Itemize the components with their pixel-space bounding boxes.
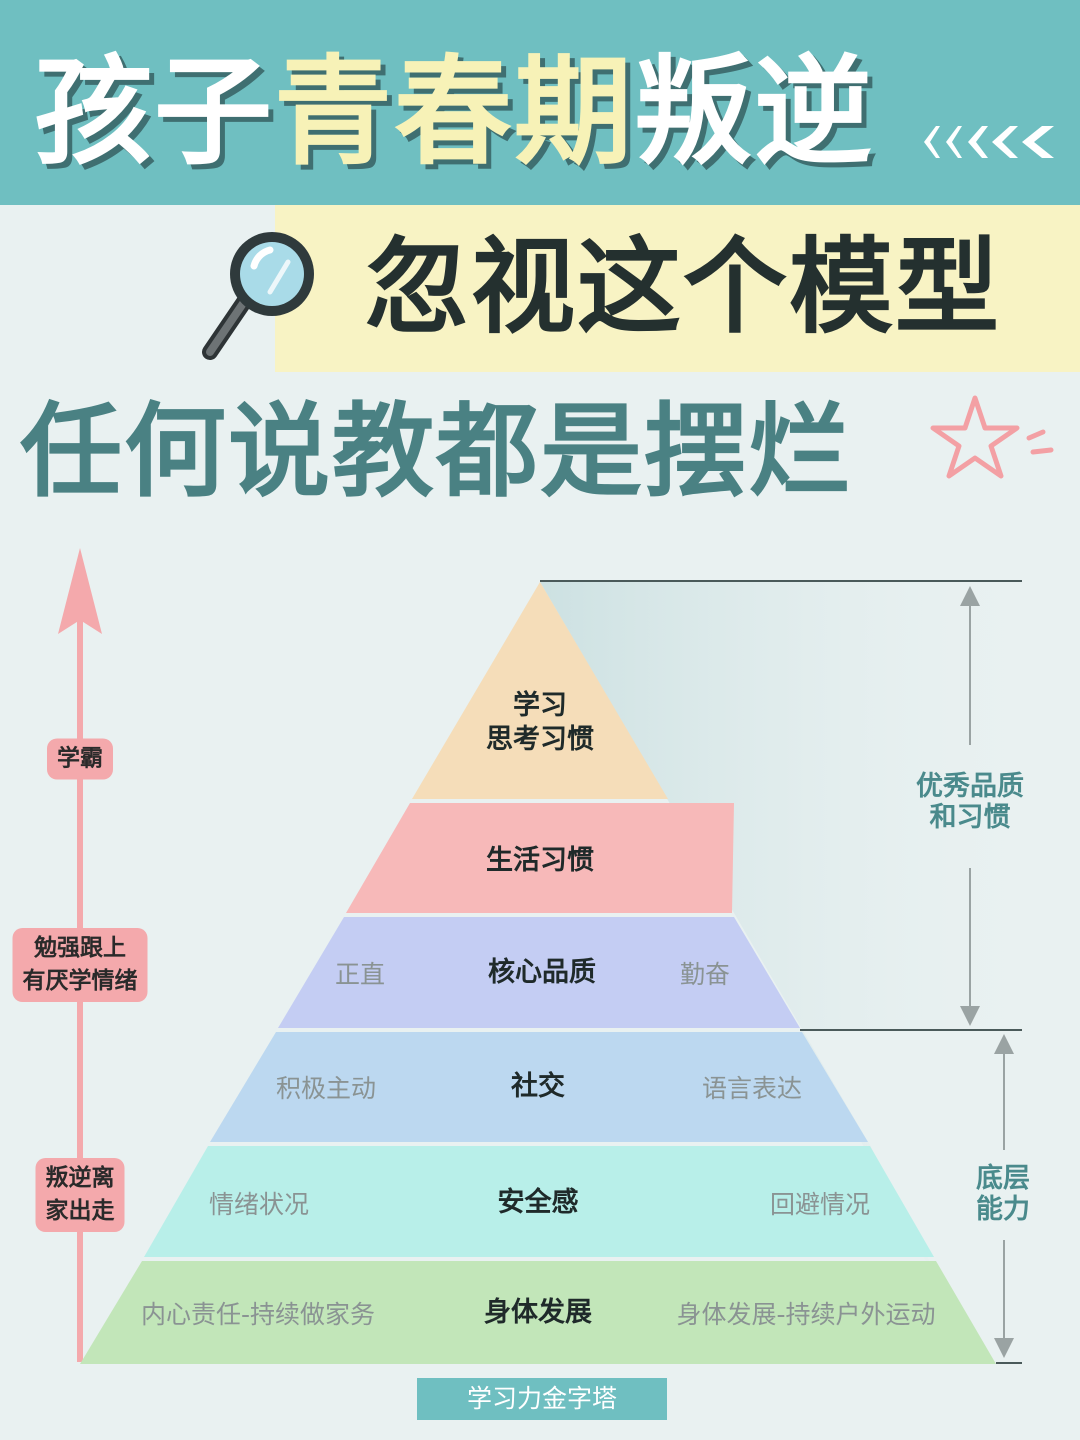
level-3-left-label: 正直: [334, 960, 386, 989]
pyramid-shadow: [540, 582, 1022, 1360]
chevron-left-icons: [924, 126, 1054, 158]
star-icon: [930, 395, 1054, 479]
pyramid-caption: 学习力金字塔: [417, 1378, 667, 1420]
bracket-bottom-down-arrow: [994, 1338, 1014, 1358]
level-3-right-label: 勤奋: [679, 960, 731, 989]
tagline: 任何说教都是摆烂: [20, 393, 852, 512]
bracket-top-line2: 和习惯: [929, 802, 1011, 833]
title-part-2: 青春期: [274, 43, 635, 181]
level-2-label: 生活习惯: [486, 845, 594, 876]
subtitle: 忽视这个模型: [365, 226, 1002, 348]
bracket-top-down-arrow: [960, 1006, 980, 1026]
badge-middle: 勉强跟上 有厌学情绪: [12, 928, 148, 1002]
pyramid-level-4: [210, 1032, 868, 1142]
bracket-bottom-up-arrow: [994, 1034, 1014, 1054]
level-6-right-label: 身体发展-持续户外运动: [676, 1300, 936, 1329]
title-part-3: 叛逆: [634, 43, 875, 181]
bracket-top-label: 优秀品质 和习惯: [916, 771, 1024, 833]
badge-bottom-line1: 叛逆离: [45, 1165, 115, 1191]
title-part-1: 孩子: [34, 43, 275, 181]
pyramid-level-1: [412, 582, 668, 799]
level-5-left-label: 情绪状况: [208, 1190, 310, 1219]
level-6-label: 身体发展: [484, 1297, 592, 1328]
bracket-top-line1: 优秀品质: [916, 771, 1024, 802]
level-4-label: 社交: [511, 1071, 565, 1102]
badge-bottom-line2: 家出走: [45, 1198, 115, 1224]
level-5-label: 安全感: [497, 1187, 579, 1218]
badge-bottom: 叛逆离 家出走: [35, 1158, 125, 1232]
pyramid-level-6: [80, 1261, 996, 1364]
bracket-top-up-arrow: [960, 586, 980, 606]
pyramid-level-3: [278, 917, 800, 1028]
level-5-right-label: 回避情况: [769, 1190, 871, 1219]
level-1-label-line1: 学习: [513, 690, 567, 721]
pyramid-level-5: [144, 1146, 934, 1257]
bracket-bottom-line2: 能力: [976, 1194, 1030, 1225]
page-title: 孩子青春期叛逆: [34, 42, 874, 182]
level-1-label-line2: 思考习惯: [486, 724, 594, 755]
badge-middle-line1: 勉强跟上: [34, 935, 126, 961]
left-axis-arrowhead: [58, 548, 102, 634]
bracket-bottom-line1: 底层: [976, 1163, 1030, 1194]
badge-top-line1: 学霸: [57, 745, 103, 772]
level-6-left-label: 内心责任-持续做家务: [140, 1300, 376, 1329]
level-4-right-label: 语言表达: [701, 1074, 803, 1103]
level-3-label: 核心品质: [488, 957, 596, 988]
level-1-label: 学习 思考习惯: [486, 689, 594, 757]
badge-middle-line2: 有厌学情绪: [22, 968, 138, 994]
pyramid-level-2: [346, 803, 734, 913]
subtitle-band: [275, 205, 1080, 372]
pyramid-diagram: 学习 思考习惯 生活习惯 核心品质 正直 勤奋 社交 积极主动 语言表达 安全感…: [0, 540, 1080, 1440]
header-band: [0, 0, 1080, 205]
bracket-bottom-label: 底层 能力: [976, 1163, 1030, 1225]
level-4-left-label: 积极主动: [275, 1074, 377, 1103]
badge-top: 学霸: [47, 738, 113, 780]
magnifier-icon: [202, 232, 314, 360]
